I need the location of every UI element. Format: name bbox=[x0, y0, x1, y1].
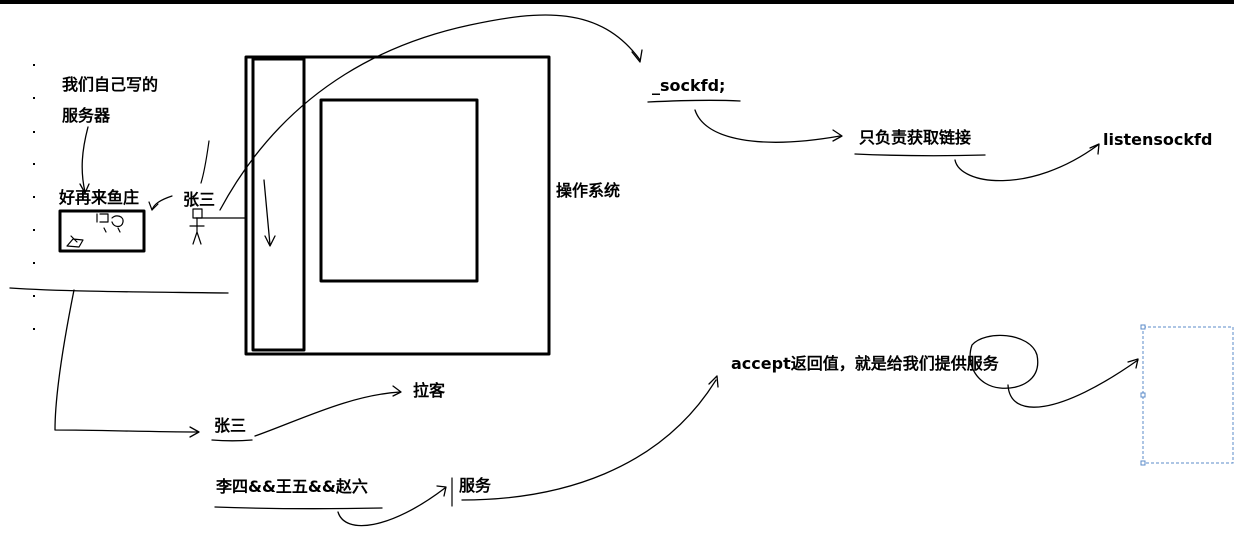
os-inner-box bbox=[319, 98, 479, 283]
zhangsan-to-lake-arrow bbox=[254, 391, 401, 437]
zhangsan-tick bbox=[200, 140, 210, 184]
others-underline bbox=[214, 506, 383, 510]
arc-to-sockfd bbox=[219, 14, 641, 211]
os-outer-box bbox=[244, 55, 551, 356]
service-to-accept-arrow bbox=[461, 379, 717, 501]
zhangsan-underline bbox=[211, 439, 253, 442]
fish-doodle bbox=[66, 235, 84, 248]
accept-label: accept返回值，就是给我们提供服务 bbox=[731, 354, 999, 373]
top-border-line bbox=[0, 0, 1234, 4]
restaurant-box bbox=[58, 209, 146, 253]
selection-box bbox=[1142, 326, 1234, 464]
lake-label: 拉客 bbox=[413, 381, 446, 400]
zhangsan-top-label: 张三 bbox=[183, 190, 216, 209]
margin-dots bbox=[33, 64, 35, 330]
sockfd-label: _sockfd; bbox=[652, 76, 726, 95]
link-underline bbox=[854, 153, 986, 157]
our-server-label-line2: 服务器 bbox=[62, 106, 111, 125]
listen-column-box bbox=[251, 57, 306, 352]
circle-to-box-arrow bbox=[1007, 359, 1139, 408]
zhangsan-figure bbox=[189, 208, 205, 245]
sockfd-to-link-arrow bbox=[694, 109, 841, 143]
column-arrow bbox=[263, 179, 271, 246]
server-to-restaurant-arrow bbox=[81, 126, 89, 193]
sockfd-underline bbox=[647, 99, 741, 103]
service-circle bbox=[969, 334, 1039, 389]
our-server-label-line1: 我们自己写的 bbox=[62, 75, 159, 94]
only-get-link-label: 只负责获取链接 bbox=[859, 128, 972, 147]
listensockfd-label: listensockfd bbox=[1103, 130, 1213, 149]
restaurant-arrow bbox=[151, 195, 173, 211]
left-divider-line bbox=[9, 287, 229, 294]
service-label: 服务 bbox=[459, 476, 492, 495]
link-to-listen-arrow bbox=[954, 144, 1099, 182]
restaurant-label: 好再来鱼庄 bbox=[59, 188, 140, 207]
left-flow-arrow bbox=[54, 289, 199, 433]
zhangsan-bottom-label: 张三 bbox=[214, 416, 247, 435]
others-label: 李四&&王五&&赵六 bbox=[216, 477, 368, 496]
others-to-service-arrow bbox=[337, 487, 446, 527]
selection-handles bbox=[1140, 324, 1146, 466]
os-label: 操作系统 bbox=[556, 181, 621, 200]
table-doodle bbox=[96, 213, 124, 233]
